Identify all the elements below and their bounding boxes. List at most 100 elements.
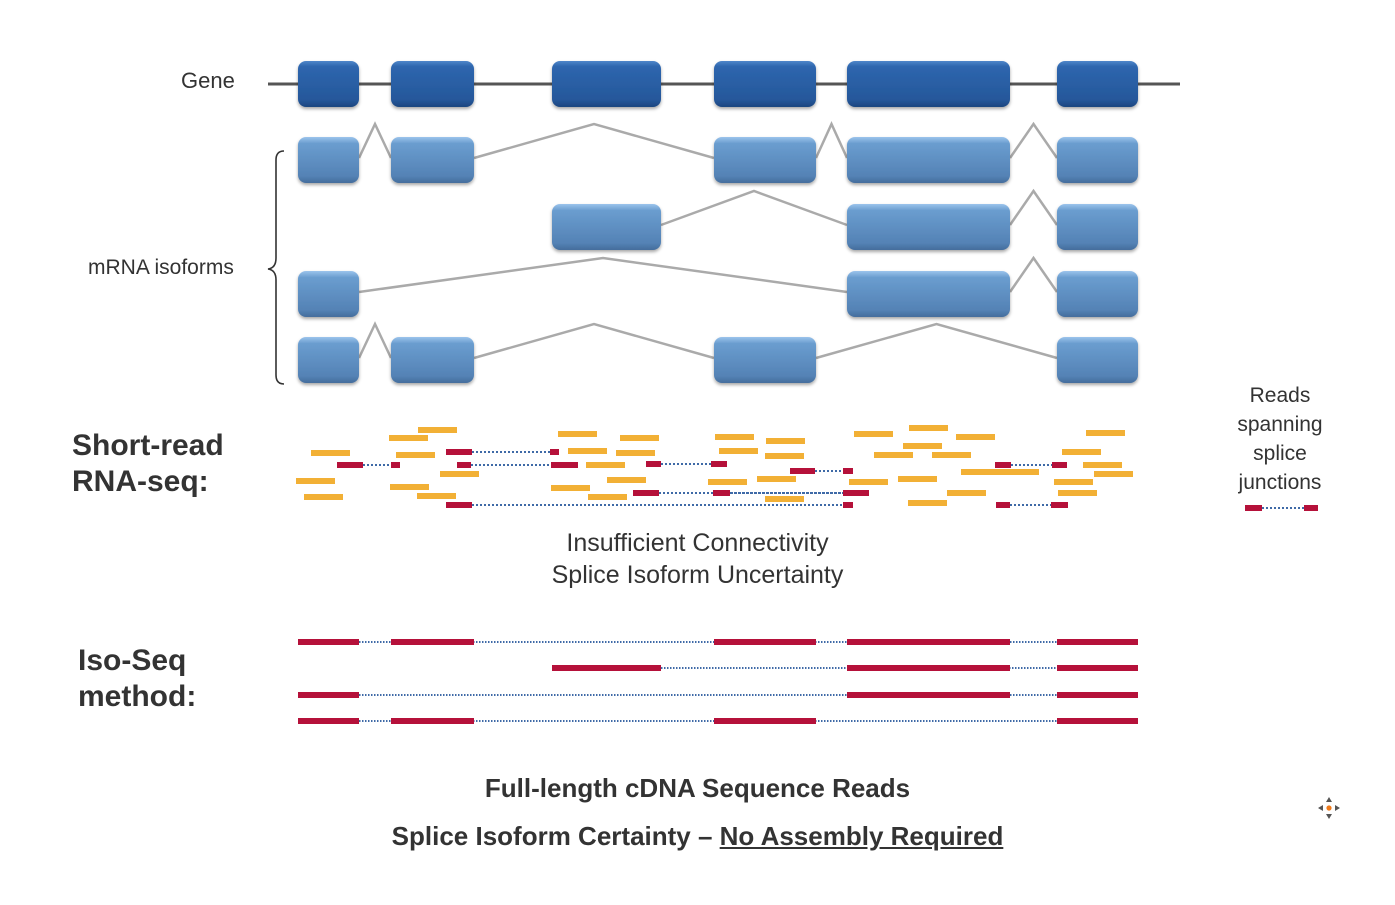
isoseq-read-exon-6 (1057, 665, 1138, 671)
short-read (1062, 449, 1101, 455)
isoform-3-intron (1008, 255, 1059, 293)
isoseq-read-exon-2 (391, 639, 474, 645)
move-arrows-icon[interactable] (1315, 794, 1343, 822)
isoseq-read-exon-6 (1057, 718, 1138, 724)
isoform-2-intron (1008, 188, 1059, 226)
isoseq-read-3 (298, 692, 1138, 698)
junction-read (790, 468, 853, 474)
gene-exon-3 (552, 61, 661, 107)
short-read (296, 478, 335, 484)
junction-read-segment (446, 449, 472, 455)
short-read-caption: Insufficient Connectivity Splice Isoform… (0, 527, 1395, 591)
junction-read-segment (1052, 462, 1067, 468)
short-read (708, 479, 747, 485)
short-read (1054, 479, 1093, 485)
short-read-label-line2: RNA-seq: (72, 465, 209, 498)
short-read (1083, 462, 1122, 468)
isoform-1-intron (473, 122, 715, 160)
isoform-4-intron (357, 321, 393, 359)
short-read-label: Short-read RNA-seq: (72, 428, 224, 500)
isoseq-label: Iso-Seq method: (78, 643, 196, 715)
isoform-4-exon-6 (1057, 337, 1138, 383)
short-read (757, 476, 796, 482)
isoseq-read-exon-1 (298, 718, 359, 724)
isoform-3-exon-6 (1057, 271, 1138, 317)
junction-read-segment (713, 490, 730, 496)
short-read (588, 494, 627, 500)
isoseq-track (298, 639, 1138, 724)
isoform-1-intron (814, 120, 849, 159)
short-read (903, 443, 942, 449)
junction-read-segment (711, 461, 727, 467)
junction-read (337, 462, 400, 468)
junction-read-segment (446, 502, 472, 508)
short-read (715, 434, 754, 440)
isoseq-read-exon-6 (1057, 692, 1138, 698)
junction-read-segment (790, 468, 815, 474)
isoform-3-exon-5 (847, 271, 1010, 317)
isoseq-read-exon-5 (847, 639, 1010, 645)
legend-junction-segment (1245, 505, 1262, 511)
isoseq-read-1 (298, 639, 1138, 645)
isoform-1-exon-5 (847, 137, 1010, 183)
short-read (389, 435, 428, 441)
gene-exon-2 (391, 61, 474, 107)
legend-text: Reads spanning splice junctions (1220, 381, 1340, 497)
short-read (607, 477, 646, 483)
isoform-brace (267, 150, 285, 385)
junction-read-segment (550, 449, 559, 455)
isoform-1-exon-2 (391, 137, 474, 183)
short-read (719, 448, 758, 454)
gene-exon-6 (1057, 61, 1138, 107)
isoform-4-intron (815, 322, 1058, 360)
short-read (620, 435, 659, 441)
isoform-1-exon-1 (298, 137, 359, 183)
short-read (396, 452, 435, 458)
isoseq-read-exon-5 (847, 692, 1010, 698)
junction-read (996, 502, 1068, 508)
short-read (947, 490, 986, 496)
short-read (616, 450, 655, 456)
isoseq-read-exon-1 (298, 692, 359, 698)
short-read (765, 496, 804, 502)
gene-track (268, 61, 1180, 107)
mrna-isoforms-label: mRNA isoforms (88, 256, 234, 279)
short-read (908, 500, 947, 506)
junction-read-segment (996, 502, 1010, 508)
junction-read-segment (1051, 502, 1068, 508)
short-read (568, 448, 607, 454)
short-read-track (296, 425, 1133, 508)
junction-read (646, 461, 727, 467)
isoform-1-exon-6 (1057, 137, 1138, 183)
short-read (304, 494, 343, 500)
isoseq-label-line1: Iso-Seq (78, 644, 187, 677)
junction-read (457, 462, 578, 468)
short-read-label-line1: Short-read (72, 429, 224, 462)
short-read (1000, 469, 1039, 475)
isoform-2-exon-6 (1057, 204, 1138, 250)
junction-read-segment (551, 462, 578, 468)
short-read (1058, 490, 1097, 496)
junction-read (995, 462, 1067, 468)
short-read (874, 452, 913, 458)
junction-read-segment (391, 462, 400, 468)
junction-read-segment (843, 490, 869, 496)
junction-read-segment (457, 462, 471, 468)
isoseq-read-exon-6 (1057, 639, 1138, 645)
legend-line4: junctions (1238, 471, 1322, 494)
caption-line2: Splice Isoform Uncertainty (551, 561, 844, 589)
short-read (961, 469, 1000, 475)
gene-exon-5 (847, 61, 1010, 107)
short-read (854, 431, 893, 437)
caption-line1: Insufficient Connectivity (566, 529, 829, 557)
short-read (390, 484, 429, 490)
short-read (440, 471, 479, 477)
legend-line3: splice (1253, 442, 1307, 465)
isoseq-read-exon-2 (391, 718, 474, 724)
junction-read (446, 449, 559, 455)
short-read (766, 438, 805, 444)
isoform-3-exon-1 (298, 271, 359, 317)
junction-read-segment (843, 468, 853, 474)
short-read (418, 427, 457, 433)
